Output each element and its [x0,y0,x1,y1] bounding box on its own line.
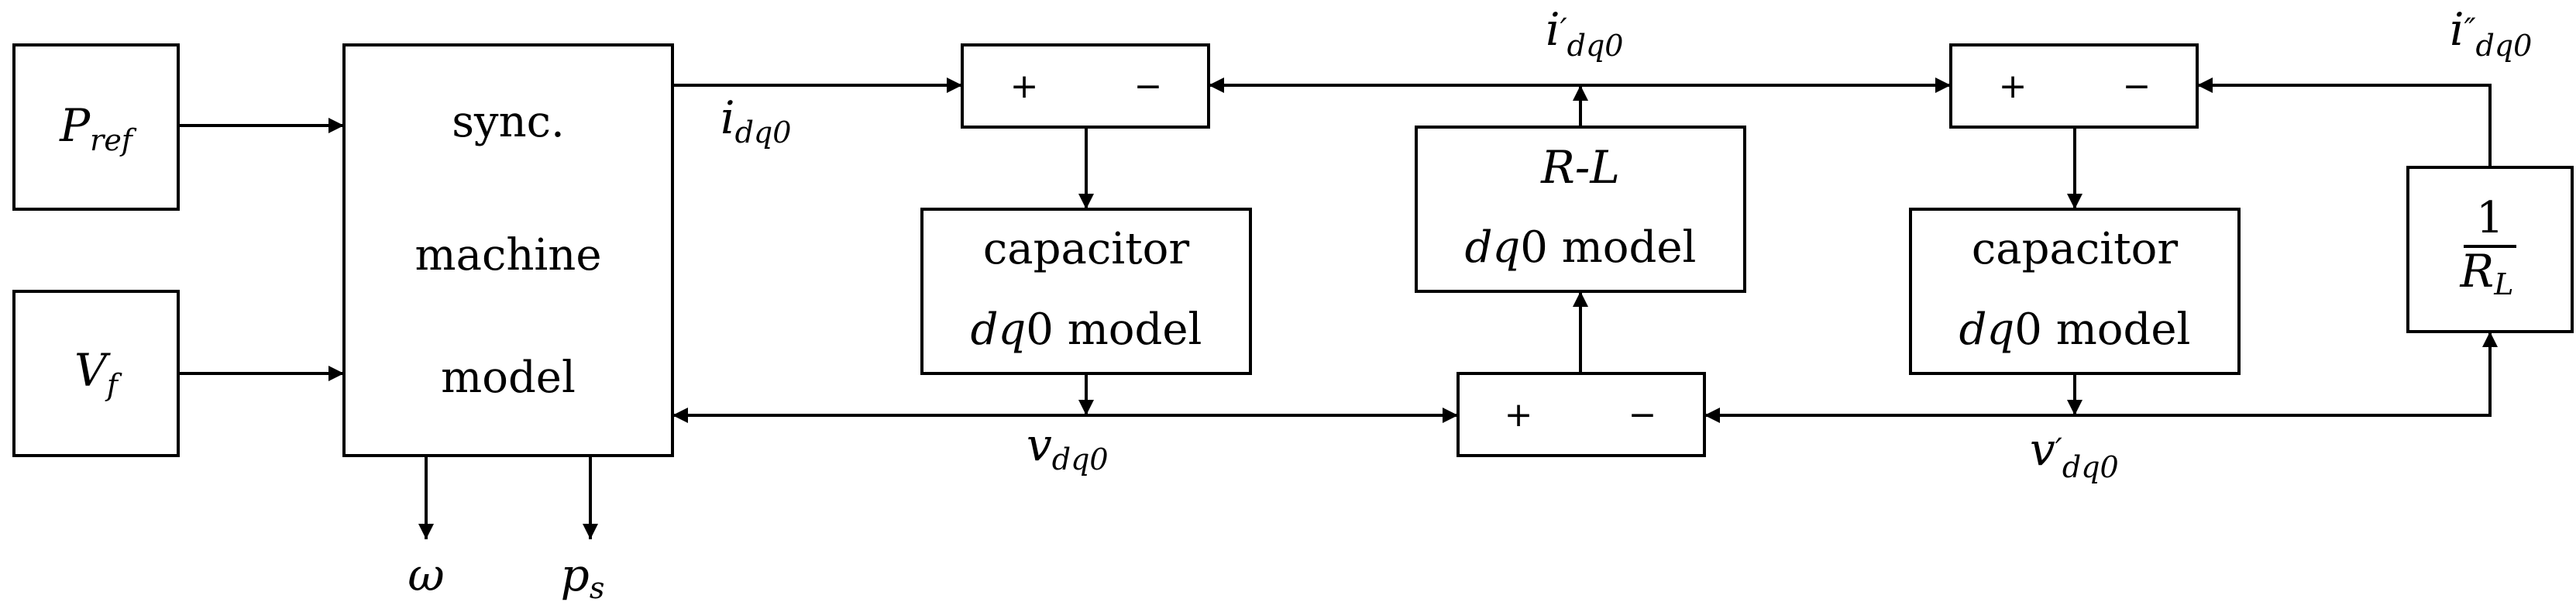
capacitor-2-line2: dq0 model [1959,304,2191,355]
bus-v-prime-to-inv-rl [2075,332,2498,417]
bus-i-dprime-to-summer3 [2197,77,2492,167]
rl-block [1415,126,1746,293]
label-i-dq0: idq0 [721,91,791,150]
capacitor-2-line1: capacitor [1972,224,2178,274]
pref-label: Pref [59,99,137,157]
summer-1-plus: + [1010,67,1039,106]
label-i-prime-dq0: i′dq0 [1546,3,1623,63]
summer-3-plus: + [1999,67,2027,106]
sync-machine-line2: machine [414,230,601,280]
capacitor-1-block [920,208,1252,375]
capacitor-1-line2: dq0 model [971,304,1202,355]
summer-2-plus: + [1505,395,1533,435]
label-omega: ω [408,549,444,601]
summer-3-minus: − [2123,67,2151,106]
inv-rl-denominator: RL [2460,245,2514,301]
label-i-dprime-dq0: i″dq0 [2450,3,2532,63]
sync-machine-line3: model [441,353,576,403]
sync-machine-line1: sync. [452,97,565,147]
pref-block [12,43,180,211]
sync-machine-block [342,43,674,457]
vf-label: Vf [74,344,122,402]
rl-line1: R-L [1540,141,1620,194]
rl-line2: dq0 model [1465,222,1697,273]
label-v-dq0: vdq0 [1027,418,1109,477]
summer-2 [1457,372,1706,457]
summer-3 [1949,43,2199,129]
label-p-s: ps [561,549,605,605]
summer-1 [961,43,1210,129]
summer-2-minus: − [1628,395,1657,435]
summer-1-minus: − [1134,67,1163,106]
inv-rl-numerator: 1 [2476,193,2504,243]
label-v-prime-dq0: v′dq0 [2030,423,2119,484]
capacitor-1-line1: capacitor [983,224,1189,274]
